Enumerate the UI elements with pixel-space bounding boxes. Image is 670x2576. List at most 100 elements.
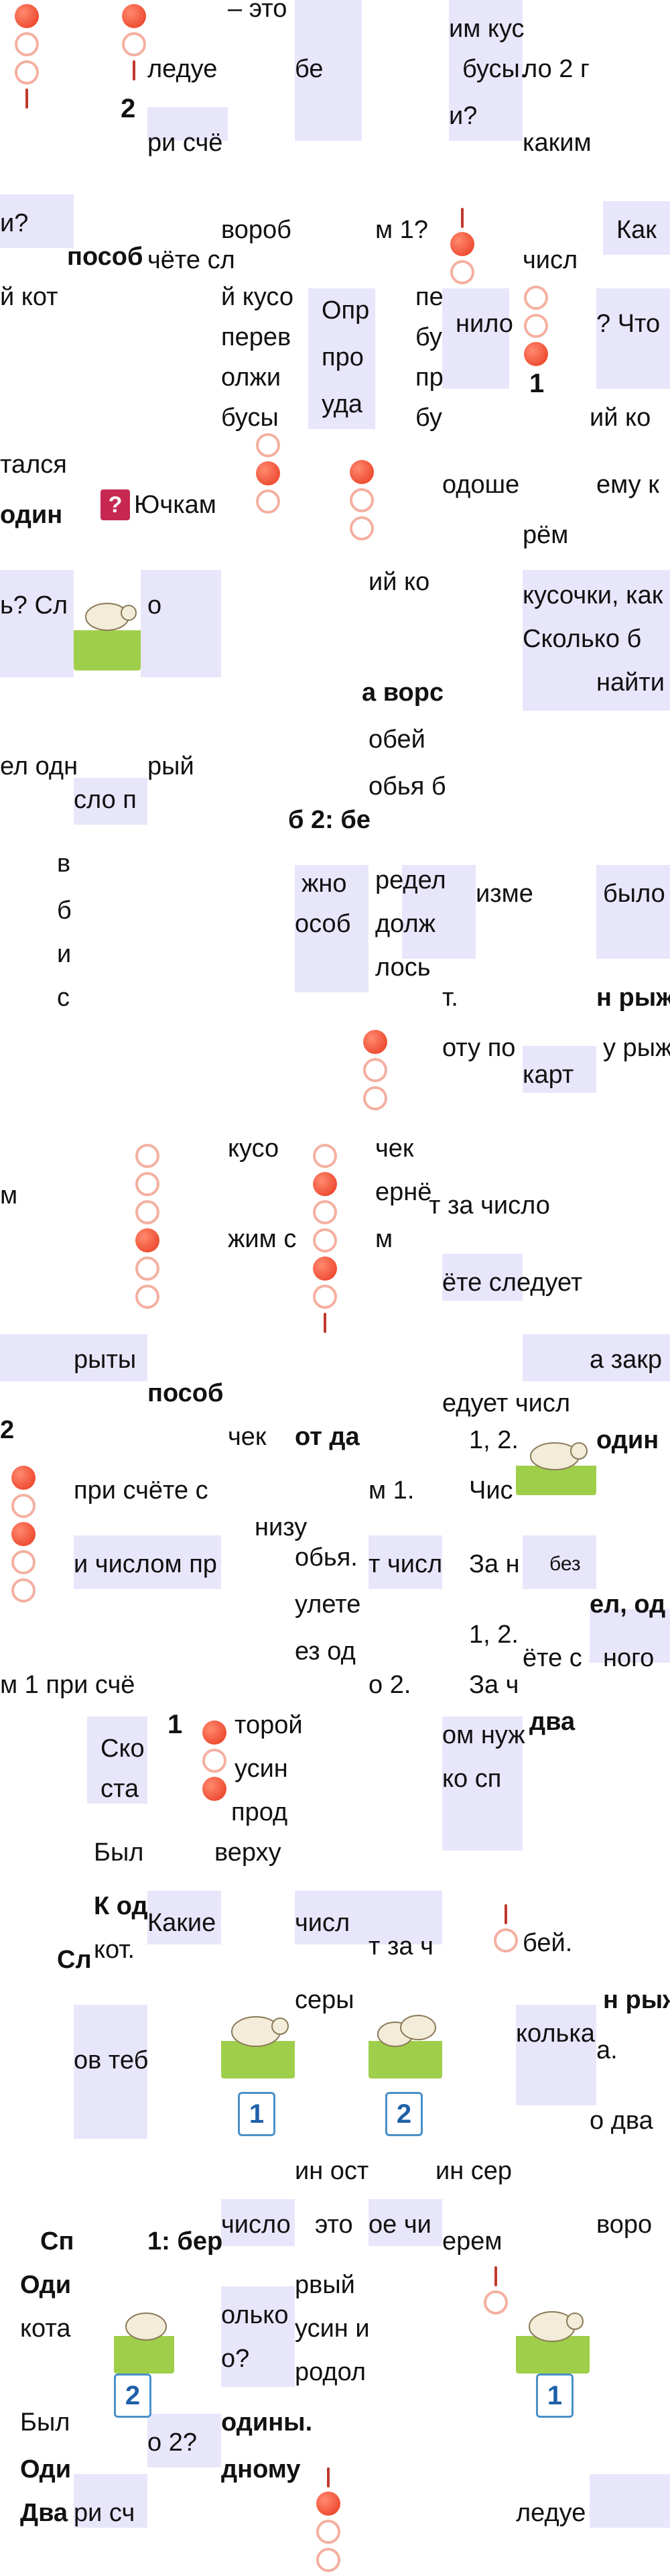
text-fragment: долж: [375, 910, 436, 938]
text-fragment: ое чи: [368, 2211, 431, 2239]
bead-chain: [10, 1462, 37, 1606]
text-fragment: пе: [415, 283, 444, 311]
text-fragment: ел одн: [0, 752, 78, 780]
text-fragment: ин ост: [295, 2157, 369, 2185]
text-fragment: пособ: [147, 1379, 224, 1407]
text-fragment: сло п: [74, 786, 137, 814]
bead-chain: [348, 456, 375, 544]
text-fragment: с: [57, 984, 70, 1012]
text-fragment: Два: [20, 2499, 68, 2527]
text-fragment: За ч: [469, 1671, 519, 1699]
text-fragment: каким: [523, 129, 592, 157]
text-fragment: кот.: [94, 1936, 135, 1964]
panel: [523, 1046, 596, 1093]
text-fragment: и?: [0, 209, 29, 237]
text-fragment: Ско: [100, 1735, 145, 1763]
text-fragment: лось: [375, 953, 431, 982]
question-icon: ?: [100, 489, 130, 520]
text-fragment: ёте с: [523, 1644, 582, 1672]
text-fragment: Чис: [469, 1476, 513, 1505]
text-fragment: ледуе: [516, 2499, 586, 2527]
text-fragment: й кусо: [221, 283, 293, 311]
panel: [74, 1535, 221, 1589]
bead-chain: [523, 282, 549, 370]
text-fragment: серы: [295, 1986, 354, 2014]
bead-chain: [362, 1026, 389, 1114]
text-fragment: ему к: [596, 471, 659, 499]
panel: [87, 1716, 147, 1804]
panel: [221, 2286, 295, 2387]
text-fragment: усин и: [295, 2315, 370, 2343]
text-fragment: колька: [516, 2019, 595, 2048]
text-fragment: без: [549, 1553, 581, 1575]
panel: [368, 2199, 442, 2246]
bead-chain: [255, 429, 281, 518]
text-fragment: верху: [214, 1838, 281, 1867]
text-fragment: т.: [442, 984, 458, 1012]
text-fragment: ом нуж: [442, 1721, 525, 1749]
text-fragment: Оди: [20, 2271, 72, 2299]
panel: [590, 1609, 670, 1663]
text-fragment: й кот: [0, 283, 58, 311]
panel: [308, 288, 375, 429]
text-fragment: ернё: [375, 1178, 432, 1206]
sheep-image: [114, 2280, 174, 2374]
text-fragment: усин: [234, 1755, 288, 1783]
text-fragment: о: [147, 591, 162, 620]
text-fragment: ез од: [295, 1637, 356, 1665]
text-fragment: м: [0, 1181, 18, 1210]
text-fragment: о 2.: [368, 1671, 411, 1699]
panel: [603, 201, 670, 255]
text-fragment: м 1.: [368, 1476, 415, 1505]
panel: [295, 0, 362, 141]
text-fragment: торой: [234, 1711, 303, 1739]
text-fragment: оту по: [442, 1034, 516, 1062]
text-fragment: и: [57, 940, 72, 968]
bead-chain: [315, 2467, 342, 2576]
panel: [523, 1535, 596, 1589]
bead-chain: [134, 1140, 161, 1313]
text-fragment: бей.: [523, 1929, 573, 1957]
text-fragment: ста: [100, 1775, 139, 1803]
text-fragment: Сл: [57, 1946, 92, 1974]
text-fragment: н рыж: [596, 984, 670, 1012]
panel: [368, 1535, 442, 1589]
text-fragment: Сп: [40, 2227, 74, 2256]
text-fragment: о?: [221, 2345, 250, 2373]
text-fragment: м: [375, 1225, 393, 1253]
panel: [442, 288, 509, 389]
panel: [74, 2005, 147, 2139]
panel: [590, 2474, 670, 2528]
text-fragment: ий ко: [590, 404, 651, 432]
bead-chain: [201, 1716, 228, 1805]
text-fragment: чек: [228, 1423, 267, 1451]
text-fragment: К од: [94, 1892, 148, 1920]
text-fragment: ри сч: [74, 2499, 135, 2527]
text-fragment: карт: [523, 1061, 574, 1089]
text-fragment: кота: [20, 2315, 71, 2343]
text-fragment: воро: [596, 2211, 653, 2239]
text-fragment: рый: [147, 752, 194, 780]
sheep-image: [74, 570, 141, 670]
text-fragment: а ворс: [362, 679, 444, 707]
panel: [523, 1334, 670, 1381]
text-fragment: одины.: [221, 2408, 313, 2437]
panel: [516, 2005, 596, 2105]
text-fragment: ? Что: [596, 310, 661, 338]
text-fragment: и?: [449, 102, 478, 130]
text-fragment: им кус: [449, 15, 525, 43]
text-fragment: жно: [302, 870, 347, 898]
text-fragment: ного: [603, 1644, 655, 1672]
text-fragment: бусы: [221, 404, 279, 432]
text-fragment: ерем: [442, 2227, 503, 2256]
text-fragment: обья б: [368, 772, 446, 801]
text-fragment: – это: [228, 0, 287, 23]
text-fragment: рыты: [74, 1346, 137, 1374]
sheep-image: [516, 1421, 596, 1495]
text-fragment: а закр: [590, 1346, 663, 1374]
text-fragment: ий ко: [368, 568, 430, 596]
text-fragment: бу: [415, 404, 442, 432]
text-fragment: один: [0, 501, 63, 529]
text-fragment: м 1 при счё: [0, 1671, 135, 1699]
